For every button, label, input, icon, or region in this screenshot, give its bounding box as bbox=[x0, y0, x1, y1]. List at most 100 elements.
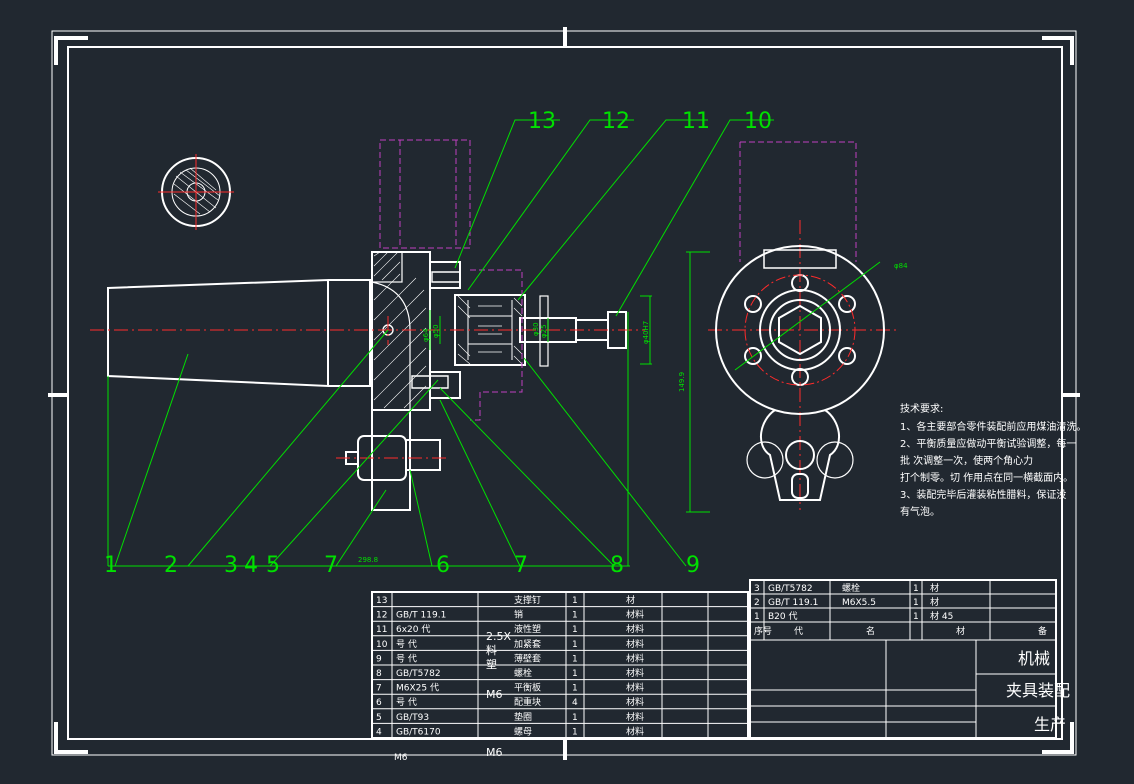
bom-spec-1c: 塑 bbox=[486, 657, 497, 671]
bom-row-code: 号 代 bbox=[396, 653, 417, 664]
balloon-7a: 7 bbox=[324, 553, 338, 578]
dim-length: 298.8 bbox=[358, 556, 378, 564]
bom-row-code: GB/T5782 bbox=[396, 669, 441, 679]
right-bom-name: M6X5.5 bbox=[842, 598, 876, 608]
right-bom-code: GB/T5782 bbox=[768, 584, 813, 594]
title-production: 生产 bbox=[1034, 715, 1066, 734]
dim-d84: φ84 bbox=[894, 262, 908, 270]
bom-row-name: 支撑钉 bbox=[514, 594, 541, 606]
title-drawing-name: 夹具装配 bbox=[1006, 681, 1070, 700]
bom-row-material: 材料 bbox=[626, 638, 644, 650]
balloon-7b: 7 bbox=[514, 553, 528, 578]
balloon-8: 8 bbox=[610, 553, 624, 578]
bom-spec-2: M6 bbox=[486, 688, 503, 701]
right-bom-qty: 1 bbox=[913, 612, 919, 622]
tech-line-3: 批 次调整一次，使两个角心力 bbox=[900, 454, 1033, 467]
title-school: 机械 bbox=[1018, 649, 1050, 668]
bom-row-code: 号 代 bbox=[396, 639, 417, 650]
bom-spec-3: M6 bbox=[486, 746, 503, 759]
dim-d64: φ64 bbox=[422, 328, 430, 342]
right-bom-material: 材 bbox=[930, 596, 939, 608]
bom-row-name: 垫圈 bbox=[514, 711, 532, 723]
dim-h149: 149.9 bbox=[678, 372, 686, 392]
bom-row-material: 材料 bbox=[626, 652, 644, 664]
bom-row-no: 6 bbox=[376, 698, 382, 708]
bom-bottom-code: M6 bbox=[394, 753, 408, 763]
balloon-10: 10 bbox=[744, 109, 772, 134]
bom-row-qty: 1 bbox=[572, 684, 578, 694]
bom-row-no: 12 bbox=[376, 611, 387, 621]
bom-row-name: 销 bbox=[514, 609, 523, 621]
right-bom-no: 1 bbox=[754, 612, 760, 622]
bom-row-name: 液性塑 bbox=[514, 623, 541, 635]
bom-row-qty: 1 bbox=[572, 611, 578, 621]
bom-row-no: 5 bbox=[376, 713, 382, 723]
dimension-labels: 298.8 φ84 149.9 φ40H7 φ64 φ50 φ25 φ30 bbox=[358, 262, 908, 564]
bom-row-no: 4 bbox=[376, 727, 382, 737]
right-bom-code: B20 代 bbox=[768, 611, 798, 622]
bom-row-qty: 1 bbox=[572, 669, 578, 679]
bom-row-name: 配重块 bbox=[514, 696, 541, 708]
bom-row-material: 材料 bbox=[626, 609, 644, 621]
balloon-2: 2 bbox=[164, 553, 178, 578]
tech-line-4: 打个制零。切 作用点在同一横截面内。 bbox=[900, 471, 1073, 484]
bom-row-material: 材料 bbox=[626, 696, 644, 708]
balloon-11: 11 bbox=[682, 109, 710, 134]
bom-row-material: 材料 bbox=[626, 682, 644, 694]
balloon-numbers: 1 2 3 4 5 7 6 7 8 9 13 12 11 10 bbox=[104, 109, 772, 578]
bom-row-code: M6X25 代 bbox=[396, 683, 439, 694]
bom-row-code: 号 代 bbox=[396, 697, 417, 708]
header-code: 代 bbox=[794, 626, 803, 637]
dim-d50: φ50 bbox=[432, 324, 440, 338]
bom-row-qty: 1 bbox=[572, 654, 578, 664]
bom-row-material: 材料 bbox=[626, 725, 644, 737]
bom-row-qty: 1 bbox=[572, 625, 578, 635]
centerlines bbox=[90, 220, 900, 510]
right-bom-no: 3 bbox=[754, 584, 760, 594]
bom-row-qty: 1 bbox=[572, 727, 578, 737]
right-bom-qty: 1 bbox=[913, 584, 919, 594]
bom-row-no: 10 bbox=[376, 640, 388, 650]
tech-line-6: 有气泡。 bbox=[900, 505, 940, 518]
right-bom-code: GB/T 119.1 bbox=[768, 598, 818, 608]
header-note: 备 bbox=[1038, 625, 1047, 637]
bom-row-name: 螺栓 bbox=[514, 667, 532, 679]
bom-row-qty: 4 bbox=[572, 698, 578, 708]
right-bom-material: 材 bbox=[930, 582, 939, 594]
main-side-view bbox=[107, 251, 627, 511]
bom-row-name: 平衡板 bbox=[514, 682, 541, 694]
bom-row-name: 螺母 bbox=[514, 726, 532, 737]
balloon-13: 13 bbox=[528, 109, 556, 134]
bom-row-name: 薄壁套 bbox=[514, 652, 541, 664]
technical-requirements: 技术要求: 1、各主要部合零件装配前应用煤油清洗。 2、平衡质量应做动平衡试验调… bbox=[900, 402, 1086, 518]
header-no: 序号 bbox=[754, 625, 772, 637]
balloon-5: 5 bbox=[266, 553, 280, 578]
header-mat: 材 bbox=[956, 625, 965, 637]
right-bom-qty: 1 bbox=[913, 598, 919, 608]
phantom-outline bbox=[379, 139, 857, 421]
header-name: 名 bbox=[866, 625, 875, 637]
bom-row-qty: 1 bbox=[572, 713, 578, 723]
bom-row-code: GB/T 119.1 bbox=[396, 611, 446, 621]
bom-row-no: 11 bbox=[376, 625, 387, 635]
bom-row-code: GB/T93 bbox=[396, 713, 429, 723]
bom-row-no: 8 bbox=[376, 669, 382, 679]
bom-row-no: 7 bbox=[376, 684, 382, 694]
right-bom-no: 2 bbox=[754, 598, 760, 608]
balloon-9: 9 bbox=[686, 553, 700, 578]
bom-row-qty: 1 bbox=[572, 596, 578, 606]
bom-row-no: 13 bbox=[376, 596, 387, 606]
bom-row-material: 材料 bbox=[626, 623, 644, 635]
leader-lines bbox=[114, 119, 774, 567]
dim-d40: φ40H7 bbox=[642, 321, 650, 344]
bom-row-qty: 1 bbox=[572, 640, 578, 650]
balloon-3: 3 bbox=[224, 553, 238, 578]
tech-line-2: 2、平衡质量应做动平衡试验调整，每一 bbox=[900, 437, 1076, 450]
bom-row-material: 材 bbox=[626, 594, 635, 606]
section-view-circle bbox=[158, 154, 234, 230]
balloon-6: 6 bbox=[436, 553, 450, 578]
tech-line-5: 3、装配完毕后灌装粘性腊料，保证没 bbox=[900, 488, 1066, 501]
